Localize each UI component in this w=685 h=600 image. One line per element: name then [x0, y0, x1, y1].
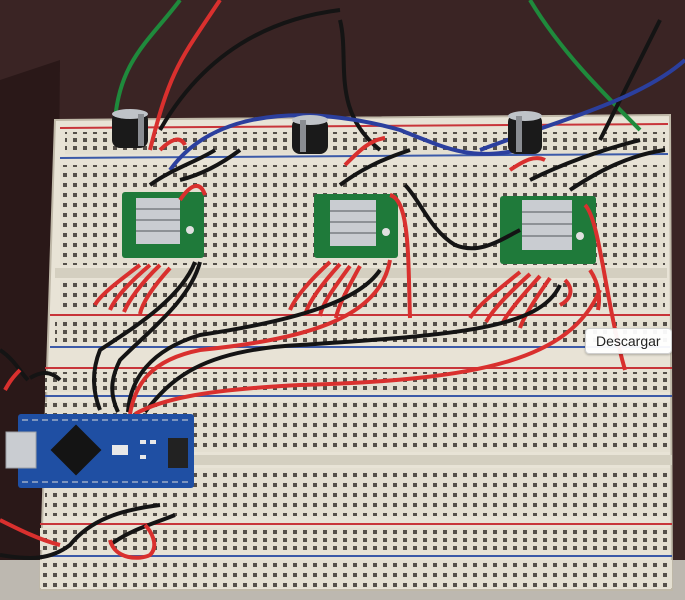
stepper-driver-2 — [314, 194, 398, 258]
stepper-driver-3 — [500, 196, 596, 264]
black-jumpers — [0, 138, 666, 560]
arduino-nano — [5, 414, 194, 488]
capacitor-3 — [508, 111, 542, 154]
capacitor-2 — [292, 115, 328, 154]
stepper-driver-1 — [122, 192, 204, 258]
download-button[interactable]: Descargar — [585, 328, 672, 354]
capacitor-1 — [112, 109, 148, 148]
